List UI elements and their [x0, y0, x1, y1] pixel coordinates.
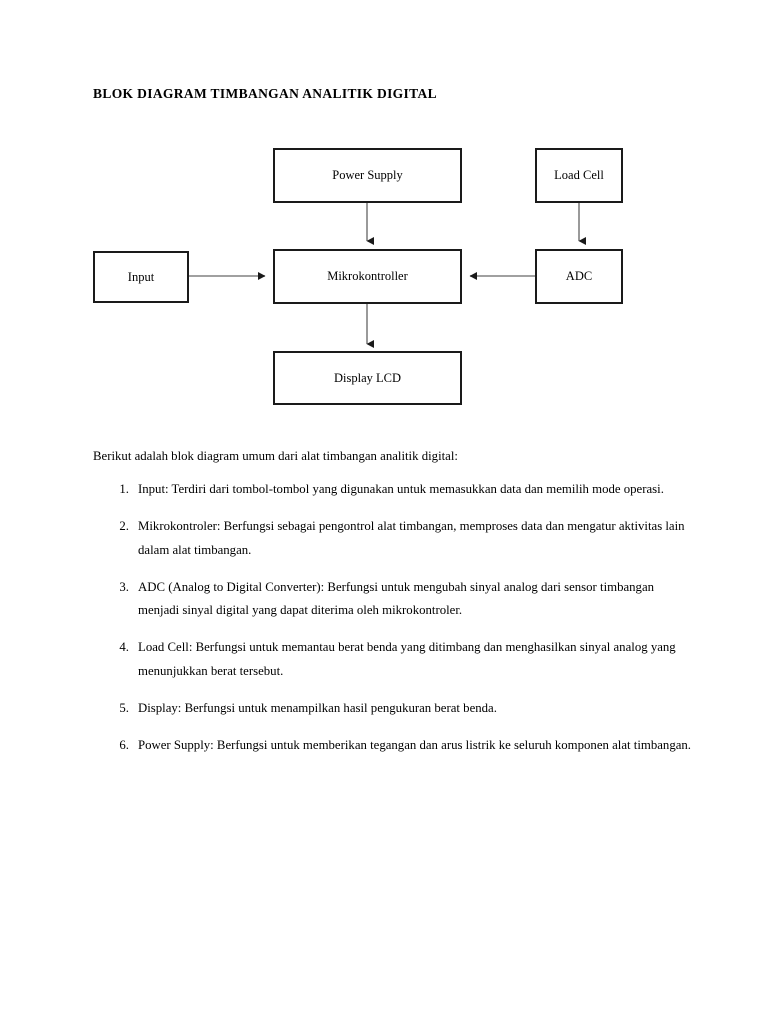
list-item-number: 6.: [119, 738, 129, 753]
list-item-number: 3.: [119, 579, 129, 594]
diagram-node-label: Load Cell: [554, 168, 604, 183]
list-item-number: 2.: [119, 519, 129, 534]
list-item: 2. Mikrokontroler: Berfungsi sebagai pen…: [93, 515, 693, 562]
diagram-connectors: [189, 203, 586, 348]
list-item-number: 4.: [119, 640, 129, 655]
list-item: 5. Display: Berfungsi untuk menampilkan …: [93, 697, 693, 720]
diagram-node-label: Mikrokontroller: [327, 269, 408, 284]
list-item: 4. Load Cell: Berfungsi untuk memantau b…: [93, 636, 693, 683]
page-title: BLOK DIAGRAM TIMBANGAN ANALITIK DIGITAL: [93, 86, 437, 101]
diagram-node-power-supply: Power Supply: [273, 148, 462, 203]
intro-paragraph: Berikut adalah blok diagram umum dari al…: [93, 449, 458, 463]
numbered-list: 1. Input: Terdiri dari tombol-tombol yan…: [93, 478, 693, 772]
list-item-number: 5.: [119, 700, 129, 715]
list-item-text: Display: Berfungsi untuk menampilkan has…: [138, 700, 497, 715]
list-item-text: Load Cell: Berfungsi untuk memantau bera…: [138, 640, 676, 678]
list-item: 3. ADC (Analog to Digital Converter): Be…: [93, 576, 693, 623]
list-item-text: Input: Terdiri dari tombol-tombol yang d…: [138, 482, 664, 496]
diagram-node-mikrokontroller: Mikrokontroller: [273, 249, 462, 304]
list-item-text: ADC (Analog to Digital Converter): Berfu…: [138, 579, 655, 618]
diagram-node-label: Input: [127, 269, 155, 284]
list-item-text: Power Supply: Berfungsi untuk memberikan…: [138, 738, 691, 753]
diagram-node-label: ADC: [565, 269, 593, 284]
list-item: 6. Power Supply: Berfungsi untuk memberi…: [93, 734, 693, 757]
list-item-number: 1.: [119, 482, 129, 496]
diagram-node-display-lcd: Display LCD: [273, 351, 462, 405]
list-item: 1. Input: Terdiri dari tombol-tombol yan…: [93, 478, 693, 501]
diagram-node-label: Display LCD: [333, 370, 401, 385]
diagram-node-adc: ADC: [535, 249, 623, 304]
list-item-text: Mikrokontroler: Berfungsi sebagai pengon…: [138, 519, 685, 557]
diagram-node-label: Power Supply: [332, 168, 403, 183]
diagram-node-load-cell: Load Cell: [535, 148, 623, 203]
block-diagram: Power Supply Load Cell Input Mikrokontro…: [0, 0, 768, 430]
diagram-node-input: Input: [93, 251, 189, 303]
